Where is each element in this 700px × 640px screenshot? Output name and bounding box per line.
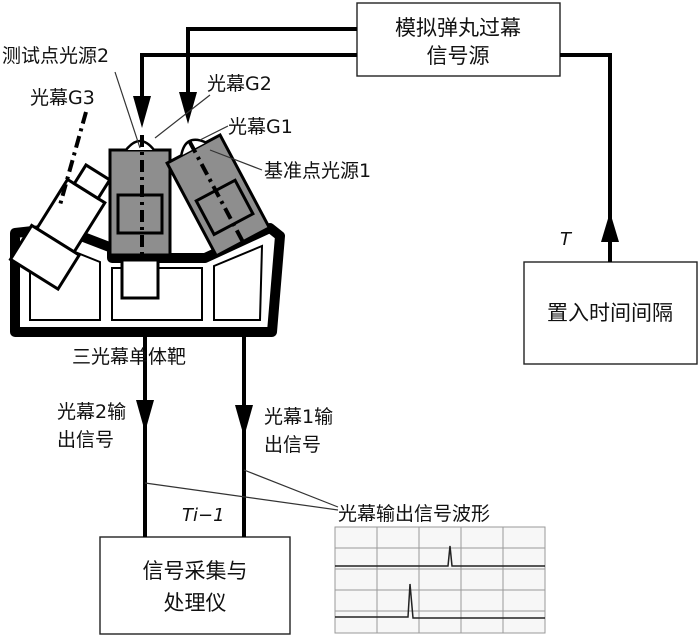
pointer-g1 xyxy=(199,125,229,141)
waveform-trace-1 xyxy=(335,545,545,567)
pointer-test-light xyxy=(114,71,141,149)
ref-light-label: 基准点光源1 xyxy=(264,160,371,182)
pointer-waveform-out2 xyxy=(144,482,339,511)
test-light-label: 测试点光源2 xyxy=(2,45,109,67)
out2-label-line1: 光幕2输 xyxy=(57,401,126,423)
interval-box xyxy=(523,261,698,365)
waveform-label: 光幕输出信号波形 xyxy=(338,503,490,525)
device-ref-light xyxy=(165,132,272,258)
simulator-label-line1: 模拟弹丸过幕 xyxy=(395,16,521,40)
daq-box xyxy=(99,536,291,635)
wire-simulator-to-test-light xyxy=(140,53,357,100)
waveform-grid xyxy=(335,527,545,633)
device-g3 xyxy=(8,162,112,292)
t-label: T xyxy=(560,229,573,250)
arrow-out1 xyxy=(235,405,253,437)
screen-g3-beam xyxy=(58,111,88,206)
screen-g3-label: 光幕G3 xyxy=(30,87,95,109)
wire-interval-to-simulator xyxy=(560,53,612,262)
pointer-ref-light xyxy=(209,149,263,171)
center-connector xyxy=(120,258,160,300)
pointer-g2 xyxy=(154,94,211,139)
screen-g1-label: 光幕G1 xyxy=(228,116,293,138)
pointer-waveform-out1 xyxy=(243,469,339,508)
out2-label-line2: 出信号 xyxy=(57,429,114,451)
waveform-display xyxy=(334,526,546,634)
arrow-to-ref-light xyxy=(179,92,197,124)
arrow-to-test-light xyxy=(133,96,151,128)
screen-g2-text: 光幕G2 xyxy=(207,73,272,95)
out1-label-line2: 出信号 xyxy=(264,434,321,456)
ti-label: Ti−1 xyxy=(182,505,225,526)
daq-label-line1: 信号采集与 xyxy=(143,559,248,583)
simulator-label-line2: 信号源 xyxy=(427,44,490,68)
device-test-light xyxy=(108,135,172,258)
target-label: 三光幕单体靶 xyxy=(72,346,186,368)
daq-label-line2: 处理仪 xyxy=(164,591,227,615)
arrow-out2 xyxy=(136,400,154,432)
interval-label: 置入时间间隔 xyxy=(547,301,673,325)
wire-simulator-to-ref-light xyxy=(186,27,357,96)
screen-g2-label: 光幕G2 xyxy=(207,73,272,95)
waveform-trace-2 xyxy=(335,583,545,619)
arrow-interval-up xyxy=(601,212,619,242)
simulator-box xyxy=(356,2,561,77)
out1-label-line1: 光幕1输 xyxy=(264,406,333,428)
